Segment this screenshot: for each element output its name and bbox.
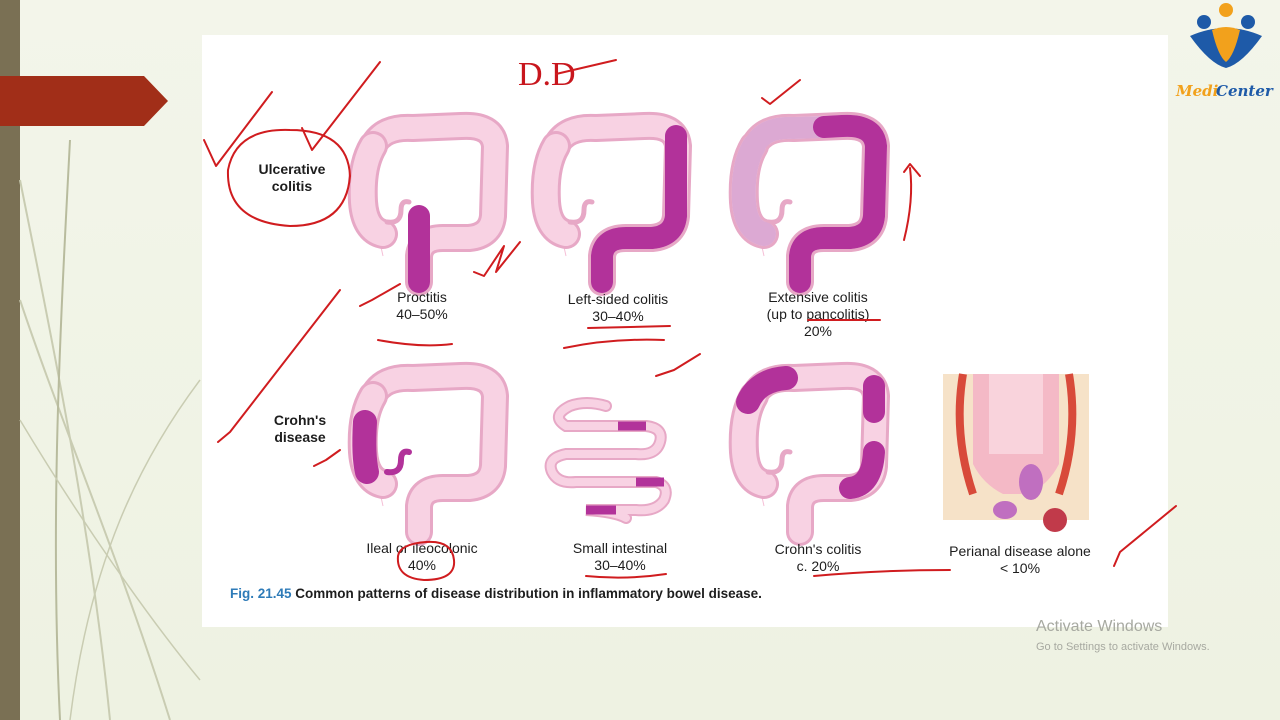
perianal-value: < 10% [934, 560, 1106, 577]
ileocolonic-colon [363, 376, 495, 532]
left-sided-colitis-colon [546, 126, 678, 282]
caption-figure-number: Fig. 21.45 [230, 586, 292, 601]
extensive-sub: (up to pancolitis) [738, 306, 898, 323]
ileocolonic-value: 40% [346, 557, 498, 574]
small-intestinal-name: Small intestinal [548, 540, 692, 557]
crohns-colitis-value: c. 20% [752, 558, 884, 575]
proctitis-value: 40–50% [362, 306, 482, 323]
activate-windows-subtitle: Go to Settings to activate Windows. [1036, 640, 1210, 654]
activate-windows-watermark: Activate Windows Go to Settings to activ… [1036, 618, 1210, 654]
handwritten-dd: D.D [518, 56, 576, 94]
activate-windows-title: Activate Windows [1036, 618, 1210, 636]
small-intestine [551, 403, 666, 518]
proctitis-colon [363, 126, 495, 282]
panel-label-proctitis: Proctitis 40–50% [362, 289, 482, 323]
small-intestinal-value: 30–40% [548, 557, 692, 574]
extensive-value: 20% [738, 323, 898, 340]
perianal-illustration [943, 374, 1089, 532]
panel-label-left-sided: Left-sided colitis 30–40% [540, 291, 696, 325]
panel-label-perianal: Perianal disease alone < 10% [934, 543, 1106, 577]
panel-label-crohns-colitis: Crohn's colitis c. 20% [752, 541, 884, 575]
proctitis-name: Proctitis [362, 289, 482, 306]
row-label-crohns-disease: Crohn's disease [262, 412, 338, 446]
panel-label-extensive: Extensive colitis (up to pancolitis) 20% [738, 289, 898, 340]
crohns-colitis-name: Crohn's colitis [752, 541, 884, 558]
left-sided-value: 30–40% [540, 308, 696, 325]
panel-label-ileocolonic: Ileal or ileocolonic 40% [346, 540, 498, 574]
extensive-colitis-colon [744, 126, 876, 282]
perianal-name: Perianal disease alone [934, 543, 1106, 560]
row-label-ulcerative-colitis: Ulcerative colitis [246, 161, 338, 195]
extensive-name: Extensive colitis [738, 289, 898, 306]
ileocolonic-name: Ileal or ileocolonic [346, 540, 498, 557]
left-sided-name: Left-sided colitis [540, 291, 696, 308]
caption-text: Common patterns of disease distribution … [295, 586, 762, 601]
figure-caption: Fig. 21.45 Common patterns of disease di… [230, 586, 762, 601]
panel-label-small-intestinal: Small intestinal 30–40% [548, 540, 692, 574]
crohns-colitis-colon [744, 376, 876, 532]
